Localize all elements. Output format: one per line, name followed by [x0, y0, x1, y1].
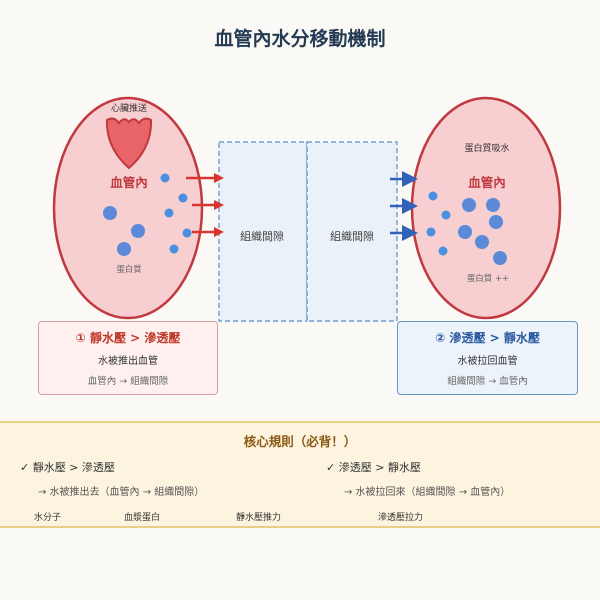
tissue-label-left: 組織間隙	[240, 229, 284, 243]
water-molecule	[178, 193, 188, 203]
rule-right-heading: ✓ 滲透壓 > 靜水壓	[326, 461, 421, 474]
water-molecule	[426, 227, 436, 237]
hydrostatic-box-title: ① 靜水壓 > 滲透壓	[75, 331, 181, 345]
protein-molecule	[117, 242, 131, 256]
absorb-label: 蛋白質吸水	[464, 142, 509, 154]
osmotic-box: ② 滲透壓 > 靜水壓 水被拉回血管 組織間隙 → 血管內	[397, 321, 578, 395]
pull-arrow	[402, 171, 418, 187]
hydrostatic-box: ① 靜水壓 > 滲透壓 水被推出血管 血管內 → 組織間隙	[38, 321, 218, 395]
left-vessel	[52, 96, 204, 320]
water-molecule	[160, 173, 170, 183]
osmotic-box-line1: 水被拉回血管	[457, 356, 518, 367]
right-protein-molecules	[458, 198, 507, 265]
core-rules-panel: 核心規則（必背！） ✓ 靜水壓 > 滲透壓 → 水被推出去（血管內 → 組織間隙…	[0, 421, 600, 528]
legend-protein: 血漿蛋白	[124, 513, 161, 523]
left-protein-label: 蛋白質	[116, 264, 142, 275]
core-rules-title: 核心規則（必背！）	[243, 434, 357, 449]
rule-right-detail: → 水被拉回來（組織間隙 → 血管內）	[344, 487, 511, 498]
left-water-molecules	[160, 173, 192, 254]
protein-molecule	[131, 224, 145, 238]
osmotic-box-title: ② 滲透壓 > 靜水壓	[435, 331, 540, 345]
protein-molecule	[493, 251, 507, 265]
pull-arrow	[402, 225, 418, 241]
legend-water: 水分子	[34, 513, 62, 523]
tissue-label-right: 組織間隙	[330, 229, 374, 243]
protein-molecule	[486, 198, 500, 212]
heart-icon	[105, 117, 153, 170]
water-molecule	[182, 228, 192, 238]
water-molecule	[169, 244, 179, 254]
protein-molecule	[489, 215, 503, 229]
heart-label: 心臟推送	[111, 102, 147, 114]
legend-osmotic: 滲透壓拉力	[378, 513, 424, 523]
protein-molecule	[475, 235, 489, 249]
water-molecule	[438, 246, 448, 256]
page-title: 血管內水分移動機制	[214, 28, 386, 50]
rule-left-detail: → 水被推出去（血管內 → 組織間隙）	[38, 487, 205, 498]
water-molecule	[164, 208, 174, 218]
water-molecule	[428, 191, 438, 201]
protein-molecule	[458, 225, 472, 239]
right-protein-label: 蛋白質 ++	[467, 273, 509, 284]
push-arrows	[186, 173, 224, 237]
protein-molecule	[462, 198, 476, 212]
rule-right: ✓ 滲透壓 > 靜水壓 → 水被拉回來（組織間隙 → 血管內）	[326, 459, 510, 498]
hydrostatic-box-line1: 水被推出血管	[98, 356, 158, 367]
rule-left-heading: ✓ 靜水壓 > 滲透壓	[20, 461, 115, 474]
tissue-box-right	[306, 141, 398, 322]
osmotic-box-line2: 組織間隙 → 血管內	[447, 376, 528, 387]
left-vessel-label: 血管內	[110, 175, 148, 190]
right-water-molecules	[426, 191, 451, 256]
pull-arrow	[402, 198, 418, 214]
pull-arrows	[390, 171, 418, 241]
protein-molecule	[103, 206, 117, 220]
right-vessel-label: 血管內	[468, 175, 506, 190]
legend-hydrostatic: 靜水壓推力	[236, 513, 282, 523]
left-protein-molecules	[103, 206, 145, 256]
rule-left: ✓ 靜水壓 > 滲透壓 → 水被推出去（血管內 → 組織間隙）	[20, 459, 204, 498]
right-vessel	[410, 96, 562, 320]
water-molecule	[441, 210, 451, 220]
hydrostatic-box-line2: 血管內 → 組織間隙	[87, 376, 169, 387]
